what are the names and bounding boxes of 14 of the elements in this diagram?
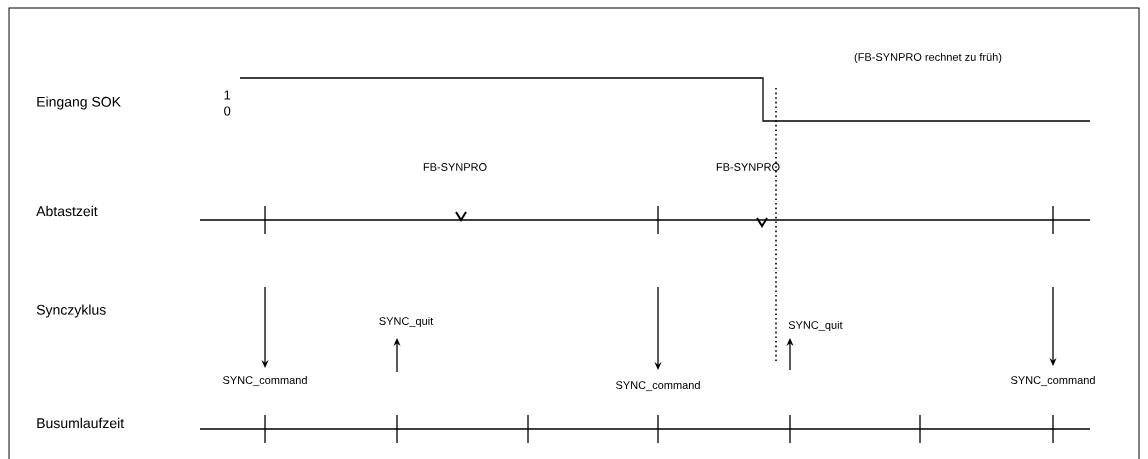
event-label: SYNC_command <box>1011 375 1095 387</box>
annotation-text: (FB-SYNPRO rechnet zu früh) <box>854 52 1002 64</box>
event-label: SYNC_command <box>616 380 700 392</box>
event-label: SYNC_command <box>223 375 307 387</box>
signal-label: Busumlaufzeit <box>37 417 125 429</box>
event-label: SYNC_quit <box>379 316 434 328</box>
event-label: SYNC_quit <box>788 320 843 332</box>
event-label: FB-SYNPRO <box>716 163 780 171</box>
signal-label: Abtastzeit <box>36 205 98 217</box>
signal-label: Eingang SOK <box>37 96 121 110</box>
level-label: 0 <box>224 106 231 116</box>
level-label: 1 <box>224 90 231 100</box>
signal-label: Synczyklus <box>36 304 106 318</box>
event-label: FB-SYNPRO <box>423 163 487 171</box>
